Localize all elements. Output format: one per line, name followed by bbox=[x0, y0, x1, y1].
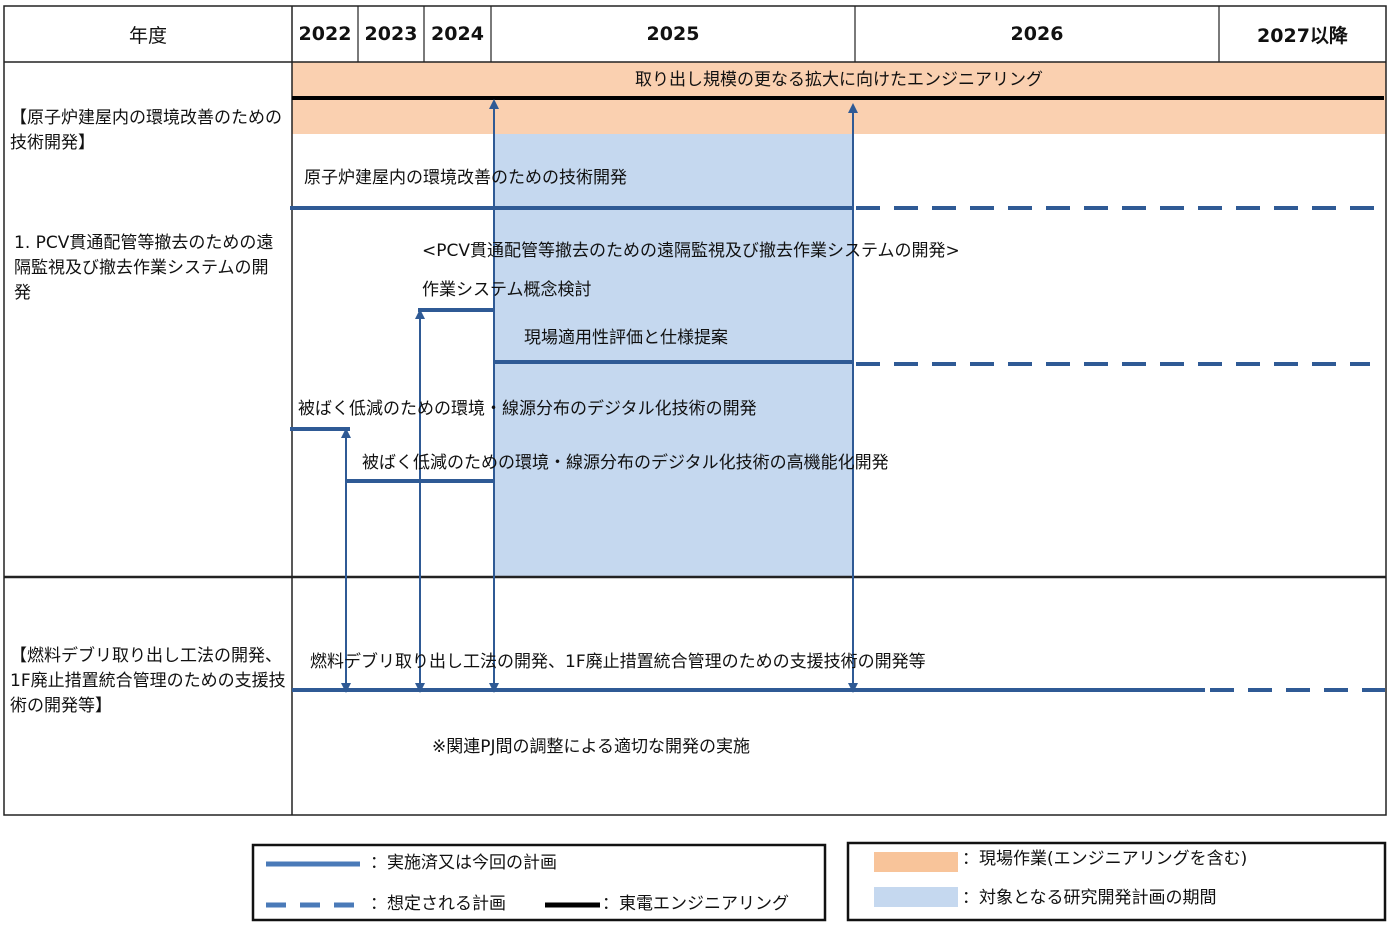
year-2026: 2026 bbox=[1010, 23, 1064, 45]
fiscal-year-label: 年度 bbox=[128, 24, 167, 47]
link-arrows bbox=[341, 99, 858, 693]
digital-label: 被ばく低減のための環境・線源分布のデジタル化技術の開発 bbox=[298, 399, 757, 419]
legend-orange-label: ：現場作業(エンジニアリングを含む) bbox=[962, 849, 1248, 869]
digital-advanced-label: 被ばく低減のための環境・線源分布のデジタル化技術の高機能化開発 bbox=[362, 453, 889, 473]
legend-blue-label: ：対象となる研究開発計画の期間 bbox=[962, 888, 1217, 908]
legend-blue-swatch bbox=[874, 887, 958, 907]
legend-areas-box bbox=[846, 841, 1387, 922]
section1-title: 【原子炉建屋内の環境改善のための技術開発】 bbox=[10, 108, 282, 153]
year-dividers bbox=[357, 6, 1220, 62]
field-eval-label: 現場適用性評価と仕様提案 bbox=[524, 328, 728, 348]
rd-period-area bbox=[494, 134, 853, 576]
concept-study-label: 作業システム概念検討 bbox=[422, 280, 592, 300]
year-2023: 2023 bbox=[364, 23, 418, 45]
year-2027-later: 2027以降 bbox=[1257, 24, 1348, 47]
legend-orange-swatch bbox=[874, 852, 958, 872]
year-2022: 2022 bbox=[298, 23, 352, 45]
item1-title: 1. PCV貫通配管等撤去のための遠隔監視及び撤去作業システムの開発 bbox=[14, 233, 274, 303]
legend-lines-box bbox=[251, 843, 827, 922]
engineering-label: 取り出し規模の更なる拡大に向けたエンジニアリング bbox=[635, 70, 1043, 90]
legend-dashed-label: ：想定される計画 bbox=[370, 894, 506, 914]
legend-solid-label: ：実施済又は今回の計画 bbox=[370, 853, 557, 873]
debris-label: 燃料デブリ取り出し工法の開発、1F廃止措置統合管理のための支援技術の開発等 bbox=[310, 652, 926, 672]
env-improvement-label: 原子炉建屋内の環境改善のための技術開発 bbox=[304, 168, 627, 188]
legend-black-label: ：東電エンジニアリング bbox=[602, 894, 789, 914]
coordination-note: ※関連PJ間の調整による適切な開発の実施 bbox=[432, 737, 750, 757]
section2-title: 【燃料デブリ取り出し工法の開発、1F廃止措置統合管理のための支援技術の開発等】 bbox=[10, 646, 286, 716]
year-2024: 2024 bbox=[431, 23, 484, 45]
pcv-heading: <PCV貫通配管等撤去のための遠隔監視及び撤去作業システムの開発> bbox=[422, 241, 960, 261]
year-2025: 2025 bbox=[646, 23, 700, 45]
table-border bbox=[3, 5, 1387, 816]
